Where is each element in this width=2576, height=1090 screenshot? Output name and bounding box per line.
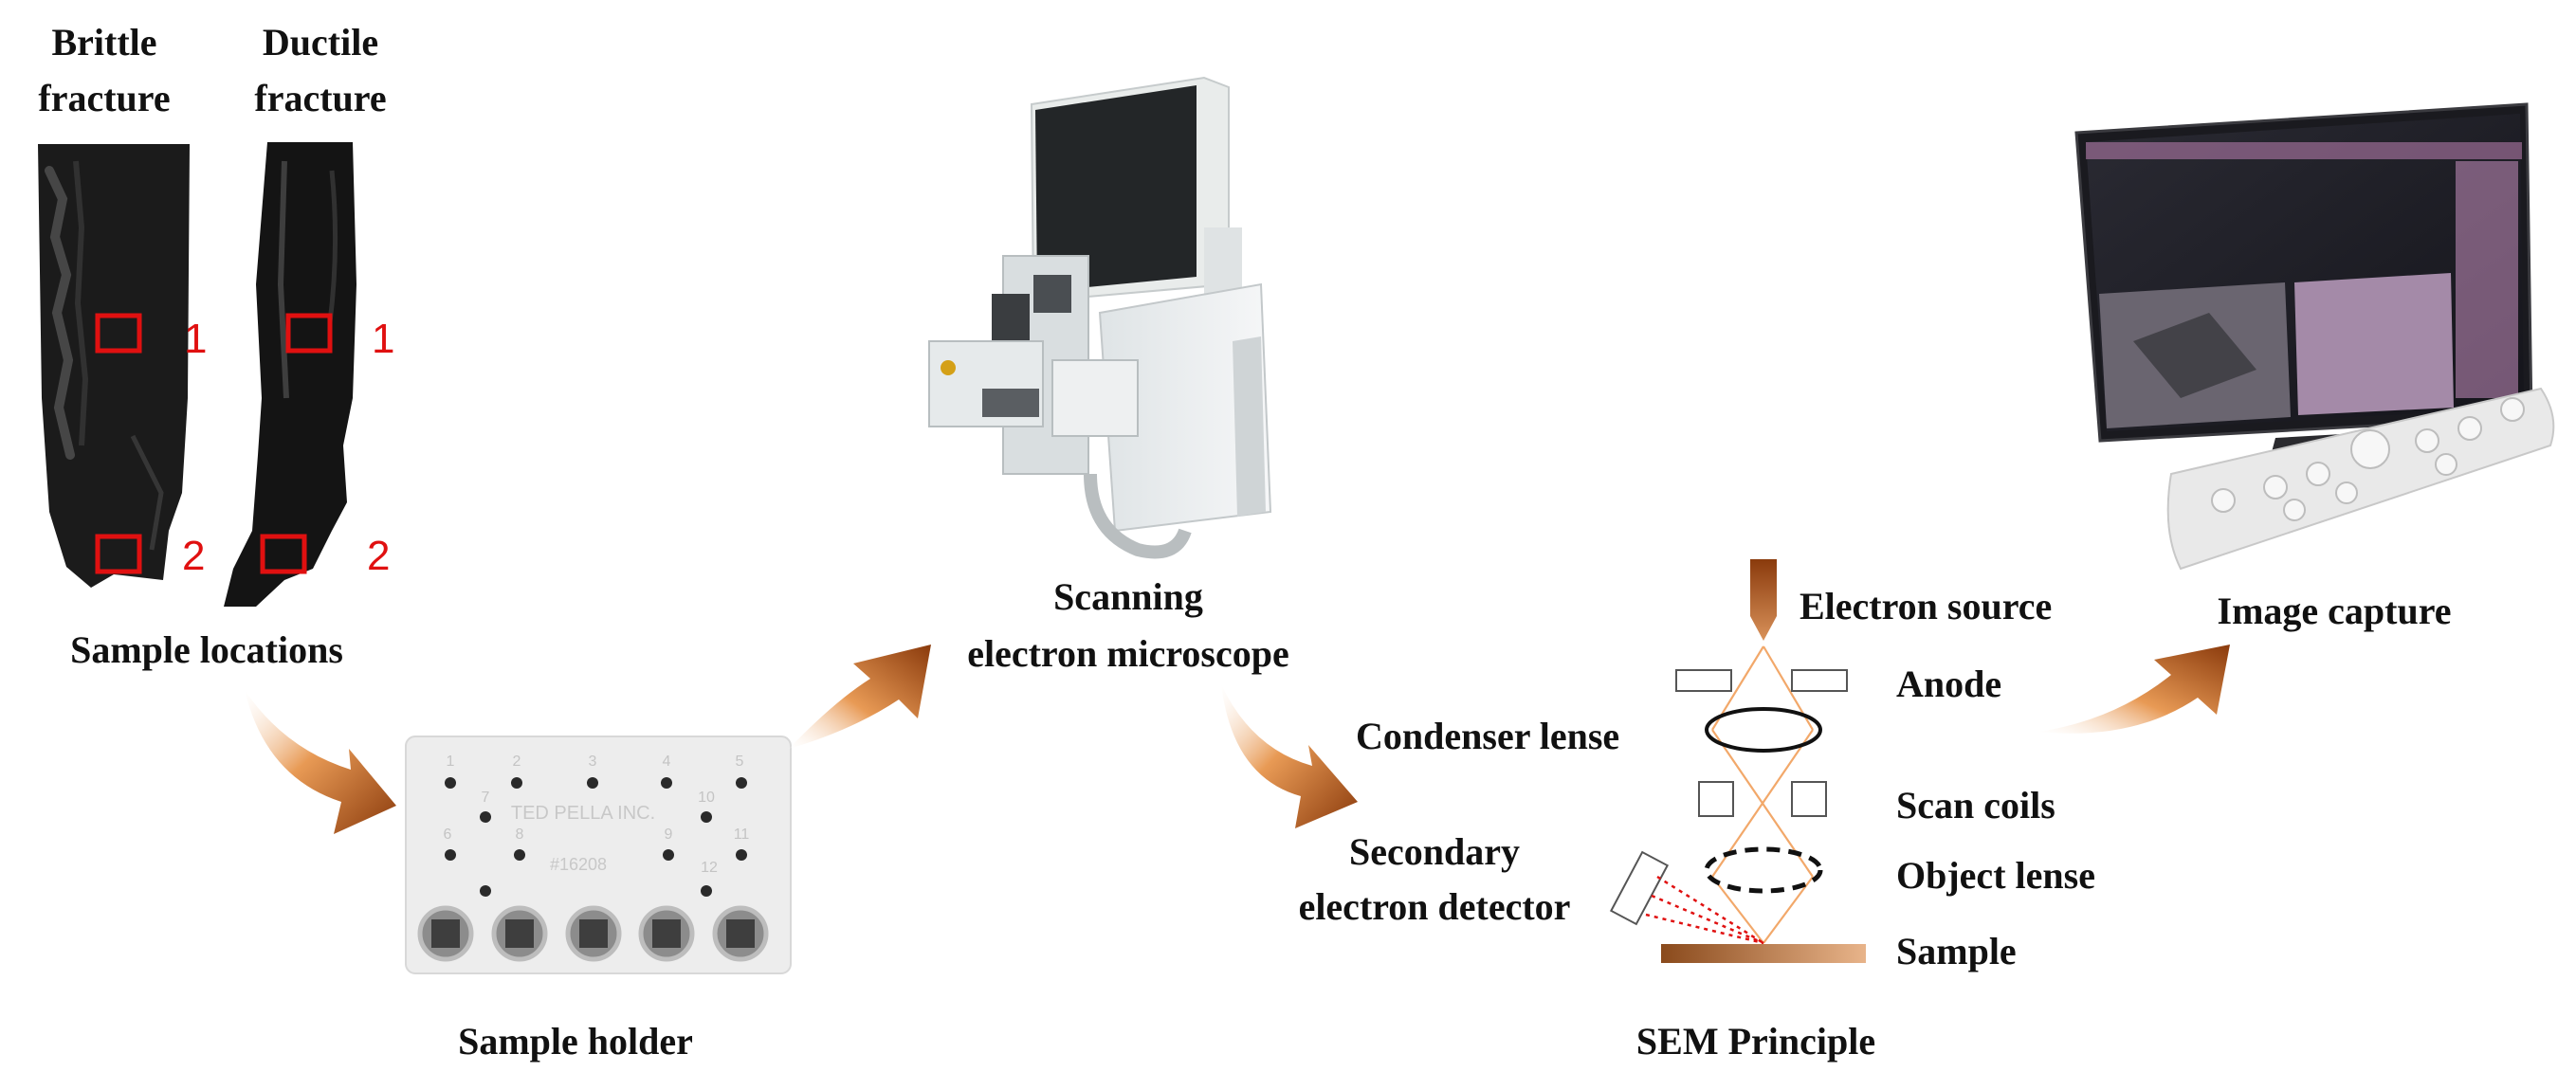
image-capture-caption: Image capture xyxy=(2218,590,2452,632)
holder-pin-hole xyxy=(701,811,712,823)
hole-number: 5 xyxy=(736,754,744,770)
hole-number: 6 xyxy=(444,827,452,843)
flow-arrow-to-holder xyxy=(245,690,396,834)
detector-label-line2: electron detector xyxy=(1299,885,1571,928)
microscope-caption-line1: Scanning xyxy=(1053,575,1203,618)
holder-stub-row xyxy=(417,905,769,962)
microscope-caption-line2: electron microscope xyxy=(967,632,1289,675)
brittle-location-2-number: 2 xyxy=(182,533,205,579)
sample-holder-caption: Sample holder xyxy=(458,1020,693,1063)
ductile-location-1-marker xyxy=(285,313,333,354)
scan-coils-label: Scan coils xyxy=(1896,784,2055,827)
hole-number: 8 xyxy=(516,827,524,843)
hole-number: 12 xyxy=(701,860,718,876)
ductile-specimen-image xyxy=(224,142,356,607)
holder-pin-hole xyxy=(587,777,598,789)
object-lens-icon xyxy=(1704,846,1823,894)
brittle-fracture-title-line2: fracture xyxy=(38,77,170,119)
hole-number: 4 xyxy=(663,754,671,770)
condenser-lens-label: Condenser lense xyxy=(1356,715,1619,757)
scanning-electron-microscope-image xyxy=(928,76,1272,559)
detector-signal-lines xyxy=(1645,875,1764,945)
image-capture-panel: Image capture xyxy=(2074,102,2555,632)
holder-pin-hole xyxy=(480,811,491,823)
sample-holder-panel: TED PELLA INC. #16208 1 2 3 4 5 7 10 6 9… xyxy=(405,736,792,1063)
holder-engraving: TED PELLA INC. xyxy=(511,803,655,824)
sample-slab-icon xyxy=(1661,944,1866,963)
brittle-specimen-image xyxy=(38,144,190,588)
brittle-location-1-marker xyxy=(95,313,142,354)
brittle-location-2-marker xyxy=(95,534,142,574)
brittle-fracture-title-line1: Brittle xyxy=(51,21,156,64)
holder-pin-hole xyxy=(511,777,522,789)
hole-number: 10 xyxy=(698,790,715,806)
holder-pin-hole xyxy=(663,849,674,861)
holder-pin-hole xyxy=(445,777,456,789)
anode-label: Anode xyxy=(1896,663,2001,705)
holder-pin-hole xyxy=(736,777,747,789)
ductile-fracture-title-line2: fracture xyxy=(254,77,386,119)
microscope-panel: Scanning electron microscope xyxy=(928,76,1289,675)
hole-number: 11 xyxy=(734,827,750,843)
secondary-electron-detector-icon xyxy=(1609,850,1670,926)
anode-plate-left xyxy=(1675,669,1732,692)
hole-number: 3 xyxy=(589,754,597,770)
hole-number: 9 xyxy=(665,827,673,843)
condenser-lens-icon xyxy=(1705,707,1822,753)
scan-coil-left xyxy=(1698,781,1734,817)
holder-pin-hole xyxy=(736,849,747,861)
flow-arrow-to-microscope xyxy=(789,645,931,749)
image-capture-workstation-image xyxy=(2074,102,2555,571)
holder-pin-hole xyxy=(445,849,456,861)
flow-arrow-to-capture xyxy=(2038,645,2230,734)
flow-arrow-to-principle xyxy=(1221,684,1358,828)
anode-plate-right xyxy=(1791,669,1848,692)
electron-source-icon xyxy=(1750,559,1777,641)
sem-principle-caption: SEM Principle xyxy=(1636,1020,1875,1063)
ductile-fracture-title-line1: Ductile xyxy=(263,21,378,64)
holder-pin-hole xyxy=(514,849,525,861)
scan-coil-right xyxy=(1791,781,1827,817)
object-lens-label: Object lense xyxy=(1896,854,2095,897)
ductile-location-1-number: 1 xyxy=(372,316,394,362)
electron-source-label: Electron source xyxy=(1800,585,2052,627)
holder-pin-hole xyxy=(661,777,672,789)
ductile-location-2-number: 2 xyxy=(367,533,390,579)
brittle-location-1-number: 1 xyxy=(184,316,207,362)
sample-locations-panel: Brittle fracture Ductile fracture 1 2 1 … xyxy=(38,21,394,671)
sample-label: Sample xyxy=(1896,930,2017,972)
sem-principle-panel: Electron source Anode Condenser lense Sc… xyxy=(1299,559,2095,1063)
hole-number: 1 xyxy=(447,754,455,770)
holder-part-number: #16208 xyxy=(550,855,607,874)
detector-label-line1: Secondary xyxy=(1349,830,1520,873)
hole-number: 7 xyxy=(482,790,490,806)
ductile-location-2-marker xyxy=(260,534,307,574)
holder-pin-hole xyxy=(480,885,491,897)
holder-pin-hole xyxy=(701,885,712,897)
sample-locations-caption: Sample locations xyxy=(70,628,343,671)
hole-number: 2 xyxy=(513,754,521,770)
